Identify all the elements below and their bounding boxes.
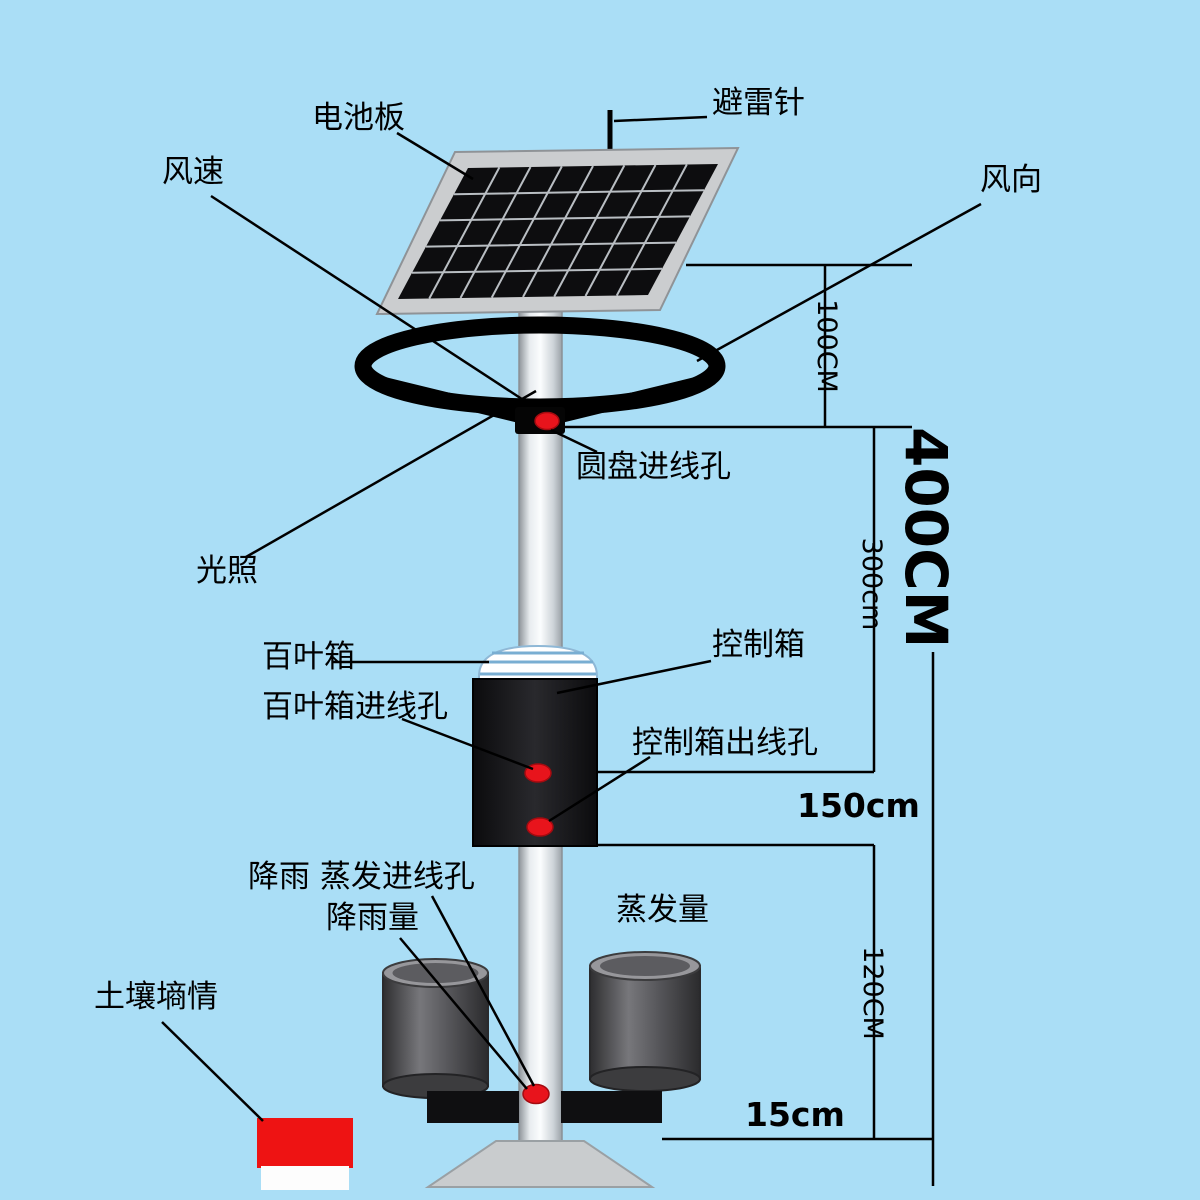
leader-control-outlet [548,755,651,823]
label-louver-box-inlet: 百叶箱进线孔 [262,689,448,725]
solar-panel [375,146,740,316]
leader-control-box [556,659,712,695]
soil-moisture-box-top [257,1118,353,1168]
label-evaporation: 蒸发量 [616,892,709,928]
leader-lightning-rod [613,115,708,123]
label-battery-panel: 电池板 [312,100,405,136]
crossarm [427,1091,662,1123]
leader-soil-moisture [161,1021,264,1122]
crossarm-right [561,1091,662,1123]
label-control-box: 控制箱 [712,627,805,663]
label-lightning-rod: 避雷针 [712,85,805,121]
leader-disc-inlet [550,428,598,454]
crossarm-left [427,1091,519,1123]
leader-rainfall [399,937,528,1090]
dim-text-120cm: 120CM [857,946,888,1040]
label-light: 光照 [196,553,258,589]
evaporation-pan-opening [600,956,690,976]
dim-text-150cm: 150cm [797,786,920,825]
leader-louver-inlet [401,717,534,771]
leader-wind-direction [696,202,982,363]
label-rain-evap-inlet: 降雨 蒸发进线孔 [248,859,475,895]
rain-gauge-body [382,972,489,1087]
label-disc-inlet: 圆盘进线孔 [576,449,731,485]
dimension-lines [553,263,935,1186]
dim-text-400cm: 400CM [892,427,960,649]
rain-gauge-opening [392,963,479,983]
louver-box-slats [479,651,597,700]
leader-light [245,389,537,559]
soil-moisture-box [257,1118,353,1190]
evaporation-pan-bottom [589,1066,701,1092]
solar-panel-grid-columns [428,164,688,299]
leader-rain-evap-inlet [430,895,536,1087]
dim-text-15cm: 15cm [745,1095,845,1134]
label-soil-moisture: 土壤墒情 [94,979,218,1015]
disc-inlet-hole [534,411,560,431]
soil-moisture-box-bottom [261,1166,349,1190]
dim-text-100cm: 100CM [811,299,842,393]
label-wind-speed: 风速 [162,154,224,190]
rain-gauge [382,958,489,1099]
solar-panel-grid-rows [411,189,705,274]
label-control-box-outlet: 控制箱出线孔 [632,725,818,761]
wind-sensor-ring [354,316,726,434]
evaporation-pan [589,951,701,1092]
wind-ring-spoke-right [539,375,709,427]
evaporation-pan-body [589,965,701,1080]
label-louver-box: 百叶箱 [262,639,355,675]
leader-wind-speed [210,194,529,405]
leader-lines [161,115,982,1122]
dim-text-300cm: 300cm [856,537,887,631]
label-rainfall: 降雨量 [326,900,419,936]
leader-battery-panel [396,131,474,181]
rain-evap-inlet-hole [522,1083,550,1105]
base-mount [424,1140,656,1188]
label-wind-direction: 风向 [980,162,1042,198]
control-outlet-hole [526,817,554,837]
wind-ring-spoke-left [371,375,541,427]
